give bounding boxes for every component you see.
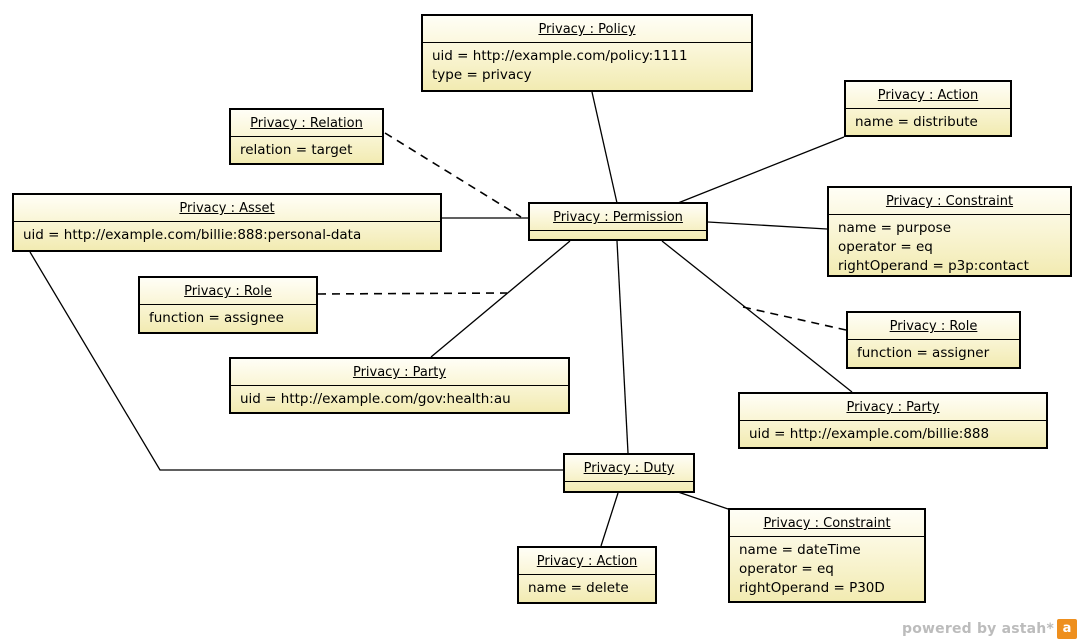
object-node-action-distribute[interactable]: Privacy : Action name = distribute [844,80,1012,137]
object-attributes: uid = http://example.com/billie:888:pers… [14,222,440,250]
object-title: Privacy : Policy [423,16,751,43]
object-node-policy[interactable]: Privacy : Policy uid = http://example.co… [421,14,753,92]
object-attributes: uid = http://example.com/policy:1111 typ… [423,43,751,90]
edge-policy-permission [591,91,618,204]
attribute-line: uid = http://example.com/gov:health:au [240,391,511,407]
object-node-party-gov[interactable]: Privacy : Party uid = http://example.com… [229,357,570,414]
empty-attribute-compartment [565,482,693,491]
attribute-line: rightOperand = p3p:contact [838,258,1029,274]
attribute-line: type = privacy [432,67,532,83]
attribute-line: uid = http://example.com/billie:888 [749,426,990,442]
edge-constraint-purpose-permission [707,221,828,230]
object-attributes: name = distribute [846,109,1010,135]
object-node-relation[interactable]: Privacy : Relation relation = target [229,108,384,165]
edge-permission-duty [616,240,629,454]
attribute-line: operator = eq [739,561,834,577]
edge-duty-action-delete [600,492,619,547]
edge-relation-link [384,132,522,218]
attribute-line: uid = http://example.com/billie:888:pers… [23,227,362,243]
object-node-role-assignee[interactable]: Privacy : Role function = assignee [138,276,318,334]
attribute-line: uid = http://example.com/policy:1111 [432,48,688,64]
attribute-line: function = assigner [857,345,990,361]
edge-role-assignee-link [317,292,508,295]
object-title: Privacy : Role [848,313,1019,340]
object-node-action-delete[interactable]: Privacy : Action name = delete [517,546,657,604]
edge-permission-party-billie [661,240,853,393]
attribute-line: name = delete [528,580,629,596]
attribute-line: name = distribute [855,114,978,130]
object-title: Privacy : Action [519,548,655,575]
object-attributes: name = delete [519,575,655,602]
attribute-line: name = purpose [838,220,952,236]
object-title: Privacy : Asset [14,195,440,222]
object-attributes: uid = http://example.com/billie:888 [740,421,1046,447]
object-title: Privacy : Relation [231,110,382,137]
object-title: Privacy : Permission [530,204,706,231]
powered-by-astah-label: powered by astah* [902,621,1054,637]
edge-duty-constraint-datetime [677,491,735,512]
object-title: Privacy : Constraint [829,188,1070,215]
object-attributes: name = purpose operator = eq rightOperan… [829,215,1070,275]
astah-logo-icon: a [1057,619,1077,639]
object-title: Privacy : Party [740,394,1046,421]
edge-asset-duty [29,251,563,471]
object-title: Privacy : Action [846,82,1010,109]
object-title: Privacy : Party [231,359,568,386]
attribute-line: operator = eq [838,239,933,255]
object-attributes: relation = target [231,137,382,163]
edge-role-assigner-link [742,306,847,331]
object-title: Privacy : Role [140,278,316,305]
edge-permission-party-gov [430,240,571,358]
object-title: Privacy : Duty [565,455,693,482]
empty-attribute-compartment [530,231,706,239]
edge-action-distribute-permission [677,136,845,204]
object-node-asset[interactable]: Privacy : Asset uid = http://example.com… [12,193,442,252]
object-title: Privacy : Constraint [730,510,924,537]
attribute-line: function = assignee [149,310,284,326]
object-attributes: function = assignee [140,305,316,332]
object-attributes: uid = http://example.com/gov:health:au [231,386,568,412]
object-node-permission[interactable]: Privacy : Permission [528,202,708,241]
object-node-duty[interactable]: Privacy : Duty [563,453,695,493]
object-attributes: function = assigner [848,340,1019,367]
object-node-constraint-datetime[interactable]: Privacy : Constraint name = dateTime ope… [728,508,926,603]
object-node-constraint-purpose[interactable]: Privacy : Constraint name = purpose oper… [827,186,1072,277]
object-node-role-assigner[interactable]: Privacy : Role function = assigner [846,311,1021,369]
attribute-line: rightOperand = P30D [739,580,885,596]
object-node-party-billie[interactable]: Privacy : Party uid = http://example.com… [738,392,1048,449]
attribute-line: relation = target [240,142,353,158]
attribute-line: name = dateTime [739,542,861,558]
object-attributes: name = dateTime operator = eq rightOpera… [730,537,924,601]
